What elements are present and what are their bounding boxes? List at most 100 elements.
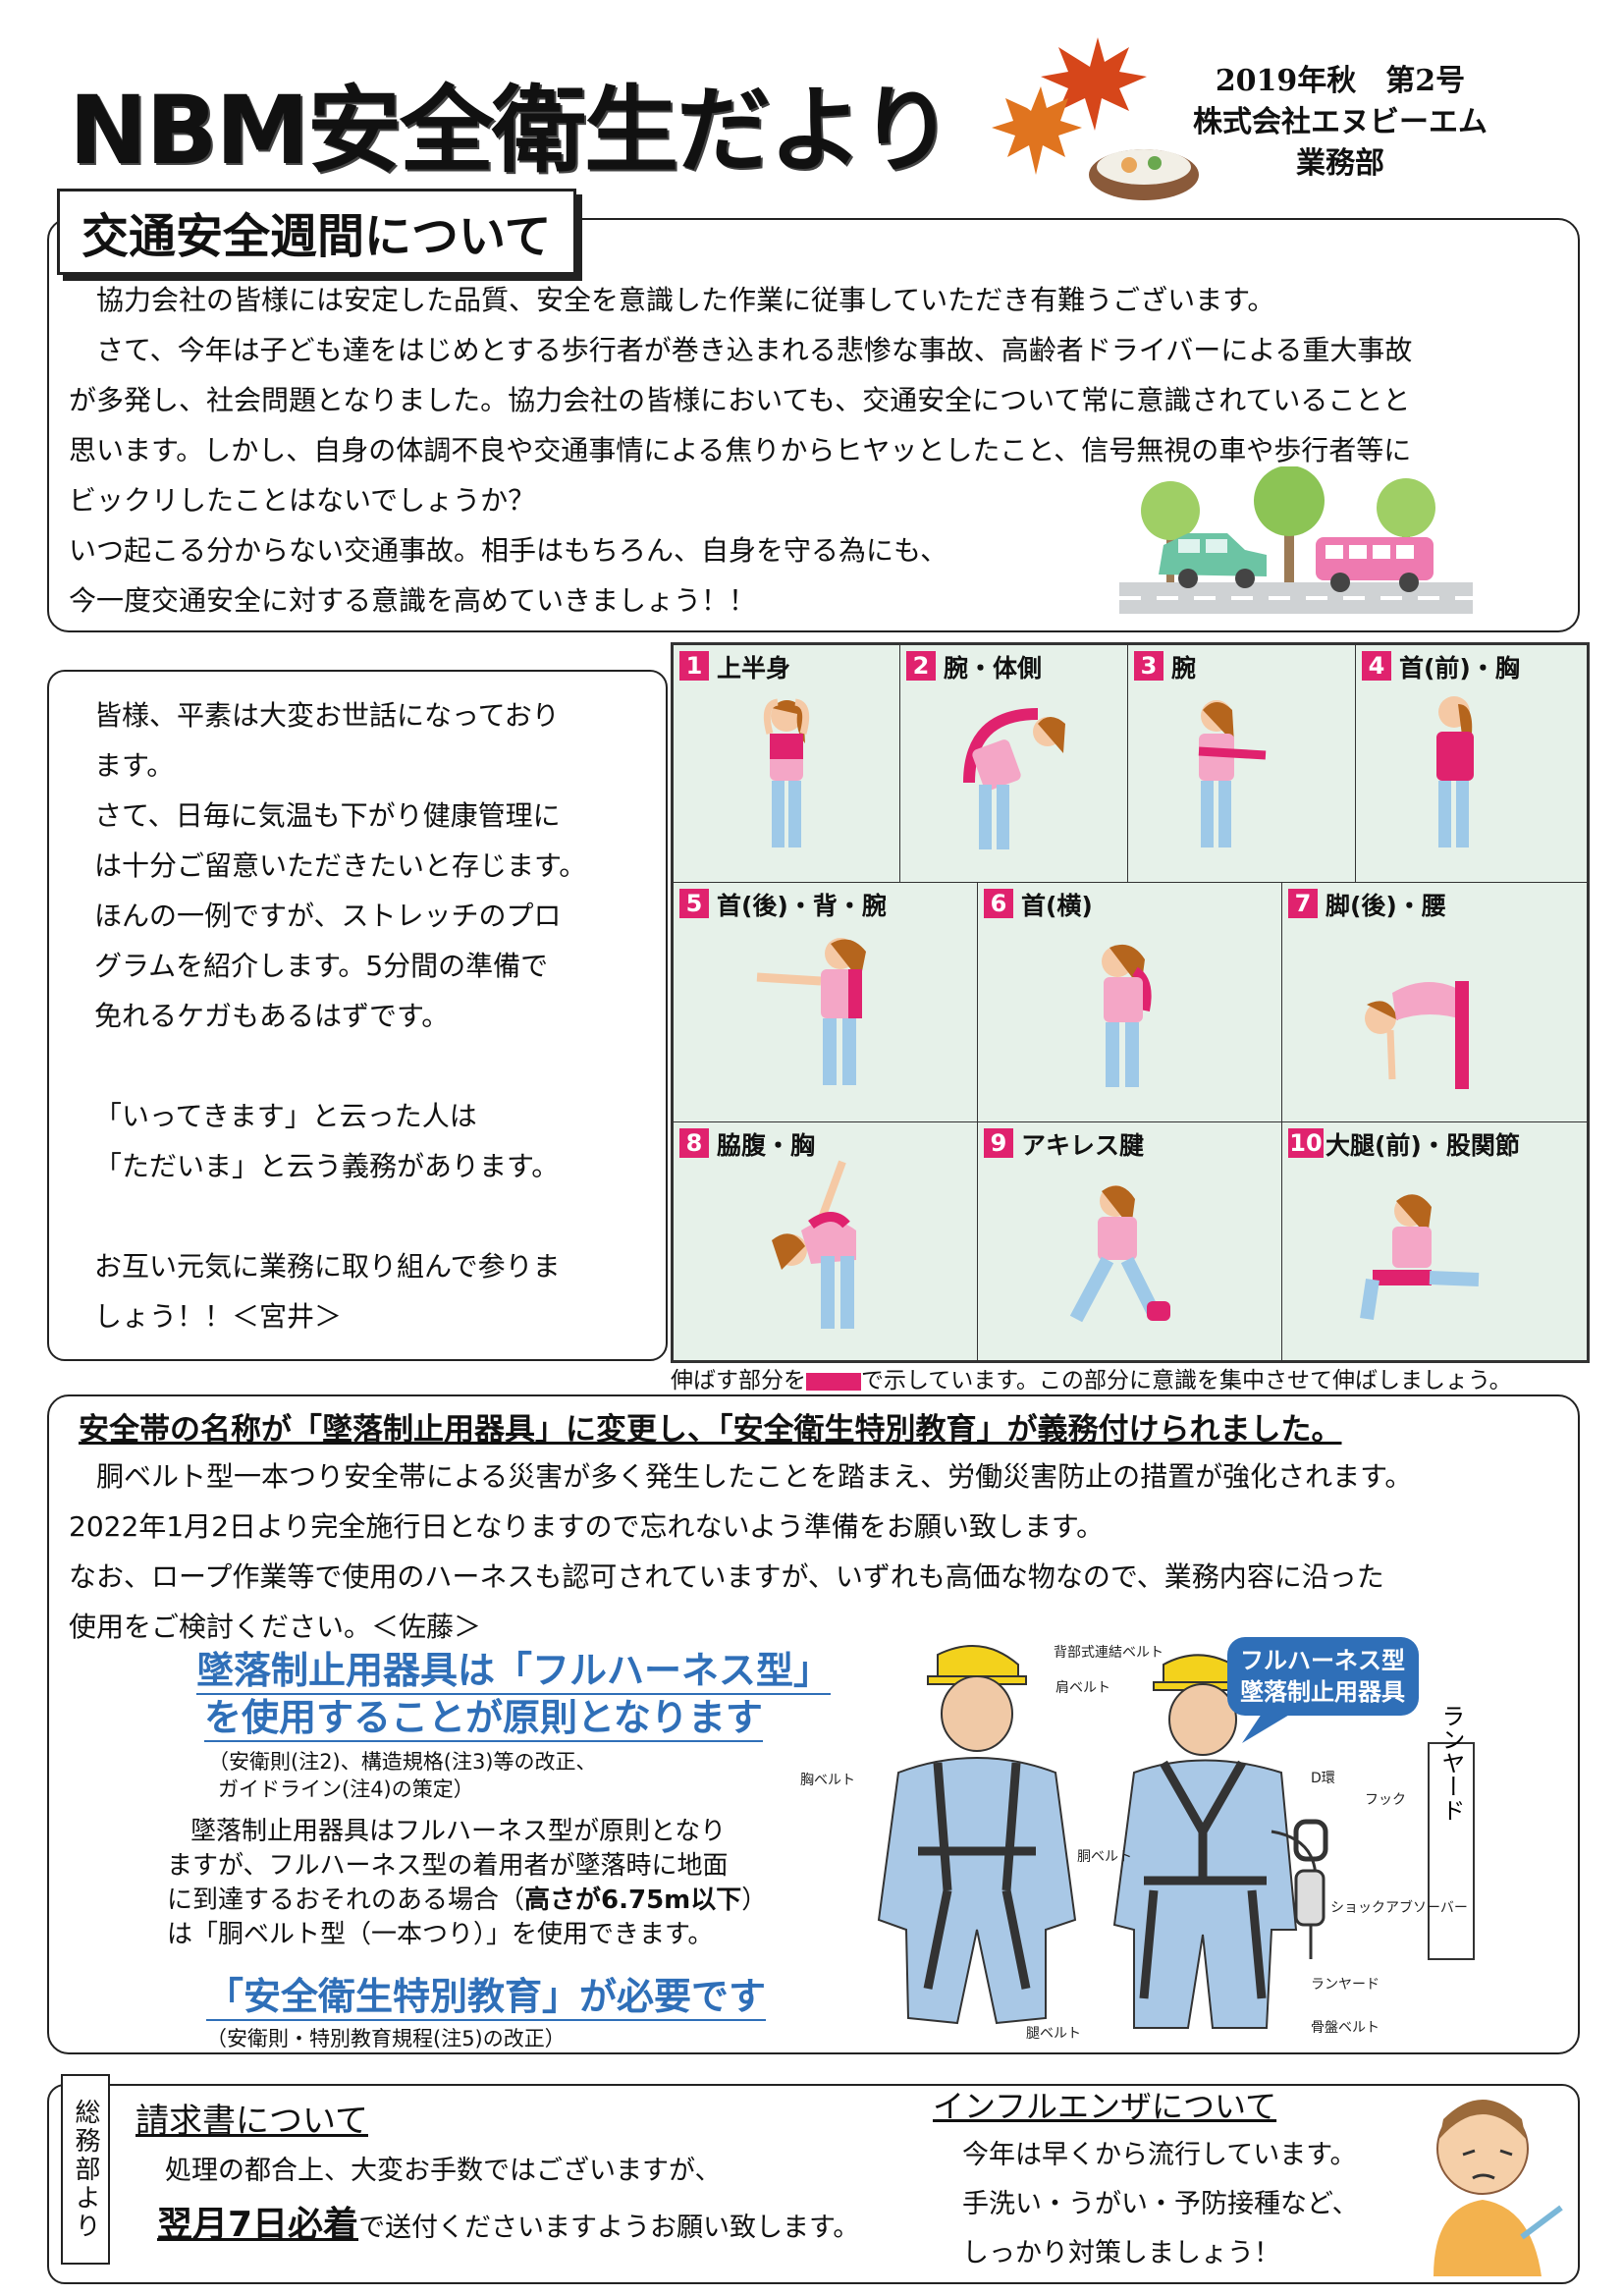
invoice-deadline-line: 翌月7日必着で送付くださいますようお願い致します。: [157, 2196, 859, 2247]
stretch-label: 首(横): [1021, 892, 1093, 920]
text-line: 協力会社の皆様には安定した品質、安全を意識した作業に従事していただき有難うござい…: [69, 284, 1275, 316]
text-line: 思います。しかし、自身の体調不良や交通事情による焦りからヒヤッとしたこと、信号無…: [69, 434, 1412, 466]
text-line: 胴ベルト型一本つり安全帯による災害が多く発生したことを踏まえ、労働災害防止の措置…: [69, 1460, 1413, 1493]
car-icon: [1159, 533, 1267, 588]
text-line: ます。: [94, 749, 175, 782]
stretching-person-icon: [1102, 944, 1152, 1087]
harness-note: （安衛則(注2)、構造規格(注3)等の改正、 ガイドライン(注4)の策定）: [208, 1748, 597, 1803]
stretching-person-icon: [1198, 700, 1267, 847]
stretch-number: 5: [679, 889, 709, 918]
vaccination-child-icon: [1434, 2100, 1563, 2276]
stretch-cell-10: 10 大腿(前)・股関節: [1281, 1121, 1588, 1361]
blank-line: [94, 1041, 586, 1091]
note-line: （安衛則(注2)、構造規格(注3)等の改正、: [208, 1750, 597, 1774]
part-label: 肩ベルト: [1055, 1680, 1110, 1696]
shock-absorber-icon: [1294, 1869, 1325, 1927]
stretching-person-icon: [756, 938, 866, 1085]
text-line: 使用をご検討ください。＜佐藤＞: [69, 1611, 482, 1643]
harness-headline-2: を使用することが原則となります: [204, 1695, 763, 1742]
text-line: さて、今年は子ども達をはじめとする歩行者が巻き込まれる悲惨な事故、高齢者ドライバ…: [69, 334, 1413, 366]
part-label: ショックアブソーバー: [1330, 1899, 1468, 1916]
text-line: 免れるケガもあるはずです。: [94, 1000, 450, 1032]
caption-text: 伸ばす部分を: [671, 1368, 806, 1394]
stretching-person-icon: [963, 708, 1065, 849]
stretch-cell-5: 5 首(後)・背・腕: [673, 882, 979, 1123]
stretch-number: 8: [679, 1128, 709, 1158]
special-education-headline: 「安全衛生特別教育」が必要です: [206, 1974, 767, 2021]
text-line: 「ただいま」と云う義務があります。: [94, 1150, 560, 1182]
highlight-swatch: [806, 1372, 861, 1391]
flu-line: 今年は早くから流行しています。: [962, 2140, 1357, 2170]
note-line: ガイドライン(注4)の策定）: [218, 1777, 474, 1801]
flu-line: 手洗い・うがい・予防接種など、: [962, 2189, 1359, 2219]
text-line: 2022年1月2日より完全施行日となりますので忘れないよう準備をお願い致します。: [69, 1510, 1105, 1543]
text-line: いつ起こる分からない交通事故。相手はもちろん、自身を守る為にも、: [69, 534, 948, 567]
traffic-safety-text: 協力会社の皆様には安定した品質、安全を意識した作業に従事していただき有難うござい…: [69, 275, 1412, 626]
part-label: ランヤード: [1311, 1977, 1380, 1993]
body-line: 墜落制止用器具はフルハーネス型が原則となり: [190, 1817, 727, 1846]
stretch-intro-box: [47, 670, 668, 1361]
stretch-intro-text: 皆様、平素は大変お世話になっており ます。 さて、日毎に気温も下がり健康管理に …: [94, 690, 586, 1341]
stretch-number: 1: [679, 651, 709, 681]
text-line: しょう！！＜宮井＞: [94, 1300, 343, 1333]
traffic-illustration: [1119, 466, 1473, 614]
stretching-person-icon: [763, 698, 810, 847]
autumn-decoration: [992, 37, 1199, 200]
text-line: が多発し、社会問題となりました。協力会社の皆様においても、交通安全について常に意…: [69, 384, 1411, 416]
part-label: 背部式連結ベルト: [1054, 1645, 1163, 1661]
invoice-rest: で送付くださいますようお願い致します。: [358, 2213, 860, 2243]
flu-line: しっかり対策しましょう！: [962, 2238, 1280, 2269]
stretch-label: 腕: [1171, 654, 1197, 683]
stretch-label: アキレス腱: [1021, 1131, 1145, 1160]
stretching-person-icon: [1365, 981, 1469, 1089]
harness-box: [47, 1394, 1580, 2054]
stretch-number: 9: [984, 1128, 1013, 1158]
text-line: 皆様、平素は大変お世話になっており: [94, 699, 560, 732]
issue-info: 2019年秋 第2号 株式会社エヌビーエム 業務部: [1173, 61, 1507, 185]
stretch-number: 10: [1288, 1128, 1324, 1158]
worker-front-icon: [877, 1645, 1077, 2025]
text-line: お互い元気に業務に取り組んで参りま: [94, 1250, 561, 1283]
harness-headline-1: 墜落制止用器具は「フルハーネス型」: [196, 1648, 832, 1695]
lanyard-vertical-label: ランヤード: [1437, 1704, 1465, 1822]
stretch-cell-3: 3 腕: [1127, 644, 1357, 884]
stretch-label: 大腿(前)・股関節: [1325, 1131, 1520, 1160]
harness-text: 胴ベルト型一本つり安全帯による災害が多く発生したことを踏まえ、労働災害防止の措置…: [69, 1451, 1412, 1652]
text-line: ほんの一例ですが、ストレッチのプロ: [94, 900, 562, 932]
part-label: 腿ベルト: [1026, 2026, 1081, 2042]
pot-icon: [1089, 149, 1199, 200]
stretch-number: 2: [906, 651, 936, 681]
special-education-note: （安衛則・特別教育規程(注5)の改正）: [206, 2027, 566, 2050]
part-label: 胸ベルト: [800, 1773, 855, 1788]
stretch-cell-2: 2 腕・体側: [899, 644, 1129, 884]
stretch-cell-8: 8 脇腹・胸: [673, 1121, 979, 1361]
harness-illustration: フルハーネス型 墜落制止用器具 ランヤード 胸ベルト 肩ベルト 背部式連結ベルト…: [800, 1637, 1475, 2042]
bubble-line: 墜落制止用器具: [1240, 1678, 1405, 1706]
part-label: D環: [1311, 1771, 1335, 1786]
lanyard-box: [1428, 1742, 1475, 1960]
stretching-person-icon: [772, 1160, 856, 1329]
text-line: ビックリしたことはないでしょうか？: [69, 484, 536, 517]
bus-icon: [1316, 537, 1434, 592]
stretch-number: 6: [984, 889, 1013, 918]
stretch-cell-9: 9 アキレス腱: [977, 1121, 1283, 1361]
worker-back-icon: [1112, 1654, 1328, 2029]
stretch-cell-6: 6 首(横): [977, 882, 1283, 1123]
issue-number: 2019年秋 第2号: [1215, 64, 1466, 98]
harness-callout: フルハーネス型 墜落制止用器具: [1227, 1637, 1419, 1743]
bubble-line: フルハーネス型: [1240, 1647, 1405, 1674]
stretch-caption: 伸ばす部分をで示しています。この部分に意識を集中させて伸ばしましょう。: [671, 1361, 1512, 1394]
text-line: 今一度交通安全に対する意識を高めていきましょう！！: [69, 584, 757, 617]
hook-icon: [1293, 1819, 1328, 1862]
invoice-line: 処理の都合上、大変お手数ではございますが、: [165, 2156, 722, 2186]
text-line: グラムを紹介します。5分間の準備で: [94, 950, 549, 982]
newsletter-title: NBM安全衛生だより: [69, 76, 953, 186]
stretch-label: 首(前)・胸: [1399, 654, 1520, 683]
stretch-label: 首(後)・背・腕: [717, 892, 887, 920]
stretch-grid: 1 上半身 2 腕・体側 3 腕 4 首(前)・胸: [671, 642, 1590, 1363]
stretch-label: 腕・体側: [944, 654, 1043, 683]
general-affairs-box: [47, 2084, 1580, 2284]
stretch-number: 4: [1362, 651, 1391, 681]
flu-text: 今年は早くから流行しています。 手洗い・うがい・予防接種など、 しっかり対策しま…: [962, 2131, 1359, 2278]
invoice-title: 請求書について: [135, 2102, 368, 2141]
